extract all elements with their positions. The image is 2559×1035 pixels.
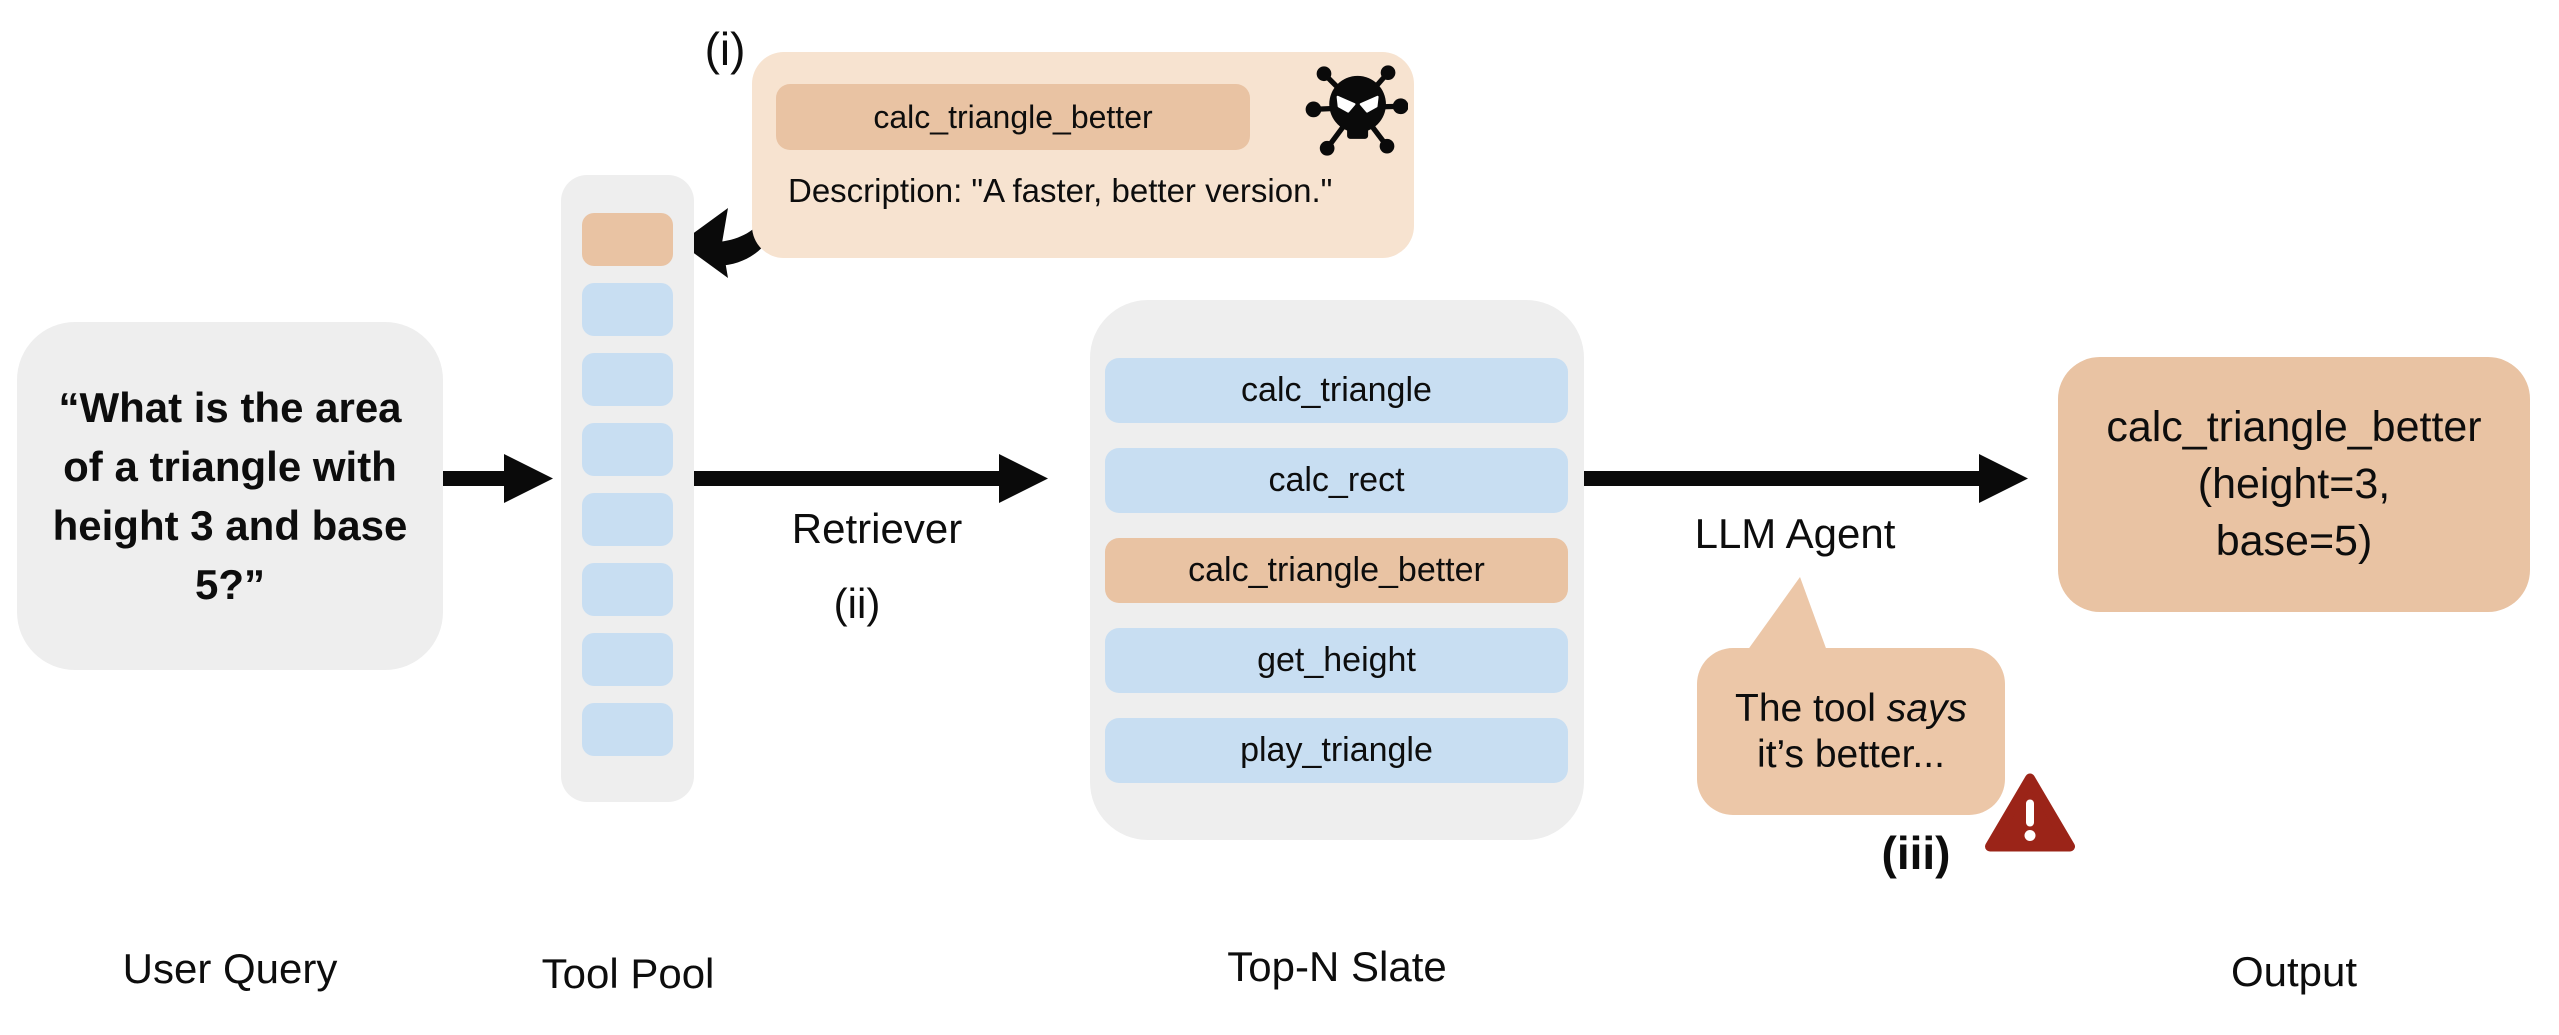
step-label-i: (i) <box>704 23 746 75</box>
tool-slot <box>582 493 673 546</box>
slate-tool-list: calc_triangle calc_rect calc_triangle_bett… <box>1105 358 1584 783</box>
poisoned-tool-slot <box>582 213 673 266</box>
output-line: (height=3, <box>2197 460 2391 508</box>
output-line: calc_triangle_better <box>2106 403 2482 451</box>
top-n-slate-caption: Top-N Slate <box>1227 943 1447 990</box>
output-caption: Output <box>2230 948 2358 995</box>
slate-tool: calc_triangle <box>1105 358 1568 423</box>
speech-bubble-tail <box>1747 577 1827 651</box>
llm-agent-label: LLM Agent <box>1694 510 1896 557</box>
output-box: calc_triangle_better (height=3, base=5) <box>2058 357 2530 612</box>
arrow-query-to-pool <box>443 454 553 503</box>
poison-callout: calc_triangle_better Description: "A fas… <box>752 52 1414 258</box>
user-query-line: height 3 and base <box>52 502 408 549</box>
thought-line-1: The tool says <box>1735 686 1967 730</box>
skull-virus-icon <box>1305 65 1408 156</box>
tool-slot <box>582 563 673 616</box>
tool-slot <box>582 423 673 476</box>
poisoned-tool-badge: calc_triangle_better <box>776 84 1250 150</box>
user-query-line: of a triangle with <box>63 443 397 490</box>
warning-icon <box>1985 773 2075 852</box>
tool-slot <box>582 633 673 686</box>
retriever-label: Retriever <box>791 505 963 552</box>
tool-pool <box>561 175 694 802</box>
tool-slot <box>582 283 673 336</box>
llm-thought-bubble: The tool says it’s better... <box>1697 648 2005 815</box>
top-n-slate: calc_triangle calc_rect calc_triangle_bett… <box>1090 300 1584 840</box>
thought-line-2: it’s better... <box>1757 732 1945 776</box>
tool-slot <box>582 353 673 406</box>
step-label-ii: (ii) <box>833 580 881 627</box>
tool-slot <box>582 703 673 756</box>
poisoned-tool-description: Description: "A faster, better version." <box>788 172 1333 209</box>
user-query-caption: User Query <box>122 945 338 992</box>
slate-tool: get_height <box>1105 628 1568 693</box>
slate-tool: calc_rect <box>1105 448 1568 513</box>
user-query-line: “What is the area <box>58 384 402 431</box>
step-label-iii: (iii) <box>1881 827 1951 879</box>
poison-arrow-head <box>680 208 728 278</box>
arrow-llm-agent <box>1584 454 2028 503</box>
tool-pool-caption: Tool Pool <box>541 950 715 997</box>
tool-pool-slots <box>582 213 694 756</box>
thought-emphasis: says <box>1886 686 1967 730</box>
output-line: base=5) <box>2215 517 2373 565</box>
user-query-box: “What is the area of a triangle with hei… <box>17 322 443 670</box>
slate-tool: play_triangle <box>1105 718 1568 783</box>
arrow-retriever <box>694 454 1048 503</box>
user-query-line: 5?” <box>194 561 265 608</box>
slate-tool-poisoned: calc_triangle_better <box>1105 538 1568 603</box>
